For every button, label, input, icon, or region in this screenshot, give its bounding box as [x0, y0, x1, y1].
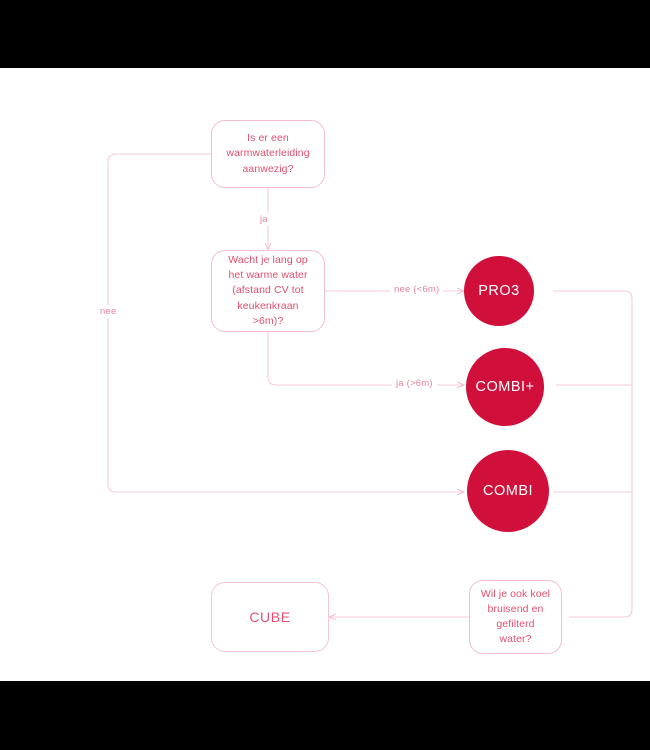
product-cube-label: CUBE	[249, 609, 291, 625]
decision-sparkling-water[interactable]: Wil je ook koel bruisend en gefilterd wa…	[469, 580, 562, 654]
product-combi-plus[interactable]: COMBI+	[466, 348, 544, 426]
edge-label-nee-hotwater: nee	[96, 305, 121, 318]
decision-wait-time-label: Wacht je lang op het warme water (afstan…	[228, 253, 308, 327]
edge-label-nee-6m: nee (<6m)	[390, 283, 444, 296]
product-combi-plus-label: COMBI+	[475, 379, 535, 395]
decision-sparkling-water-label: Wil je ook koel bruisend en gefilterd wa…	[480, 587, 551, 646]
product-pro3-label: PRO3	[478, 283, 520, 299]
letterbox-top	[0, 0, 650, 68]
edge-label-ja-6m: ja (>6m)	[392, 377, 437, 390]
decision-wait-time[interactable]: Wacht je lang op het warme water (afstan…	[211, 250, 325, 332]
product-combi-label: COMBI	[482, 483, 534, 499]
product-combi[interactable]: COMBI	[467, 450, 549, 532]
decision-hot-water-supply[interactable]: Is er een warmwaterleiding aanwezig?	[211, 120, 325, 188]
edge-label-ja-hotwater: ja	[256, 213, 272, 226]
edge-line-ja-6m	[267, 332, 464, 385]
edge-line-nee-hotwater	[107, 153, 464, 492]
letterbox-bottom	[0, 681, 650, 750]
edge-line-pro3-bus	[553, 290, 633, 618]
product-cube[interactable]: CUBE	[211, 582, 329, 652]
decision-hot-water-supply-label: Is er een warmwaterleiding aanwezig?	[226, 132, 310, 175]
product-pro3[interactable]: PRO3	[464, 256, 534, 326]
